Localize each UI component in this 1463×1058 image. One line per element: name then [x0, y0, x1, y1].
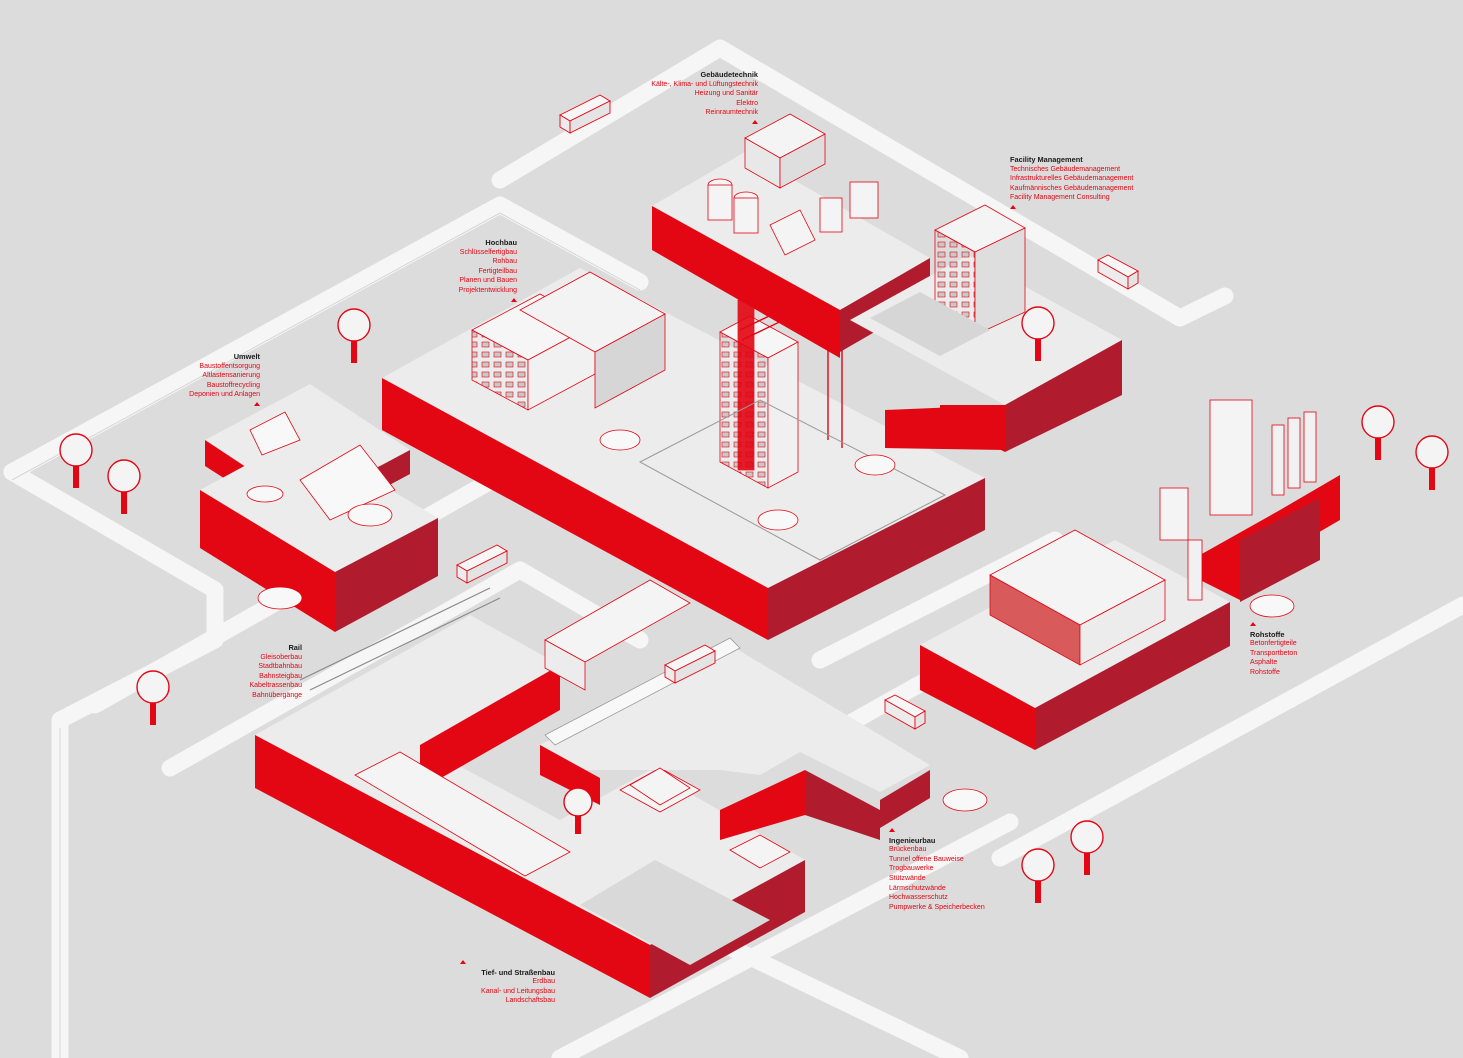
label-umwelt: Umwelt Baustoffentsorgung Altlastensanie… [160, 352, 260, 410]
label-facility: Facility Management Technisches Gebäudem… [1010, 155, 1150, 213]
label-gebaeudetechnik: Gebäudetechnik Kälte-, Klima- und Lüftun… [620, 70, 758, 128]
platform-facility [850, 204, 1122, 452]
section-item: Heizung und Sanitär [694, 90, 758, 98]
section-item: Kälte-, Klima- und Lüftungstechnik [651, 80, 758, 88]
section-item: Pumpwerke & Speicherbecken [889, 903, 985, 911]
section-item: Kanal- und Leitungsbau [481, 987, 555, 995]
section-item: Infrastrukturelles Gebäudemanagement [1010, 175, 1134, 183]
section-item: Deponien und Anlagen [189, 391, 260, 399]
section-item: Kaufmännisches Gebäudemanagement [1010, 184, 1134, 192]
section-item: Altlastensanierung [202, 372, 260, 380]
section-title: Gebäudetechnik [700, 70, 759, 79]
section-item: Schlüsselfertigbau [459, 248, 517, 256]
platform-rohstoffe [920, 399, 1340, 750]
label-hochbau: Hochbau Schlüsselfertigbau Rohbau Fertig… [420, 238, 517, 305]
section-item: Tunnel offene Bauweise [889, 855, 964, 863]
section-item: Hochwasserschutz [889, 894, 948, 902]
section-item: Bahnsteigbau [259, 672, 302, 680]
label-ingenieurbau: Ingenieurbau Brückenbau Tunnel offene Ba… [889, 826, 999, 912]
section-title: Rail [288, 643, 302, 652]
section-title: Rohstoffe [1250, 629, 1285, 639]
section-item: Transportbeton [1250, 649, 1298, 657]
label-marker [254, 401, 260, 406]
section-item: Erdbau [532, 978, 555, 986]
trucks [456, 94, 1139, 730]
gravel-piles [257, 586, 1295, 812]
section-item: Stützwände [889, 874, 926, 882]
section-title: Hochbau [485, 238, 517, 247]
label-marker [1010, 204, 1016, 209]
platform-rail-tiefbau [255, 587, 805, 998]
trees [59, 306, 1449, 903]
section-item: Technisches Gebäudemanagement [1010, 165, 1121, 173]
section-item: Trogbauwerke [889, 865, 934, 873]
label-rohstoffe: Rohstoffe Betonfertigteile Transportbeto… [1250, 620, 1340, 678]
section-item: Baustoffrecycling [206, 381, 260, 389]
section-item: Fertigteilbau [478, 267, 517, 275]
label-marker [460, 960, 466, 964]
section-title: Umwelt [233, 352, 260, 361]
section-item: Reinraumtechnik [705, 109, 758, 117]
section-item: Lärmschutzwände [889, 884, 946, 892]
section-item: Bahnübergänge [252, 691, 302, 699]
platform-gebaeudetechnik [652, 113, 930, 358]
platform-ingenieurbau [540, 579, 930, 840]
section-title: Ingenieurbau [889, 835, 936, 845]
label-marker [1250, 622, 1256, 626]
label-marker [889, 828, 895, 832]
section-item: Rohstoffe [1250, 668, 1280, 676]
label-marker [752, 119, 758, 124]
label-tiefbau: Tief- und Straßenbau Erdbau Kanal- und L… [460, 958, 555, 1006]
section-item: Planen und Bauen [459, 277, 517, 285]
section-title: Facility Management [1010, 155, 1083, 164]
section-item: Rohbau [492, 258, 517, 266]
section-item: Projektentwicklung [458, 286, 517, 294]
section-item: Facility Management Consulting [1010, 194, 1110, 202]
section-item: Asphalte [1250, 659, 1278, 667]
label-rail: Rail Gleisoberbau Stadtbahnbau Bahnsteig… [200, 643, 302, 701]
section-item: Stadtbahnbau [258, 663, 302, 671]
section-item: Betonfertigteile [1250, 640, 1297, 648]
section-item: Brückenbau [889, 846, 927, 854]
section-item: Baustoffentsorgung [199, 362, 260, 370]
section-item: Kabeltrassenbau [249, 682, 302, 690]
platform-hochbau [382, 268, 985, 640]
section-item: Elektro [736, 99, 758, 107]
section-title: Tief- und Straßenbau [481, 967, 555, 977]
section-item: Gleisoberbau [260, 653, 302, 661]
label-marker [511, 297, 517, 302]
section-item: Landschaftsbau [505, 997, 555, 1005]
